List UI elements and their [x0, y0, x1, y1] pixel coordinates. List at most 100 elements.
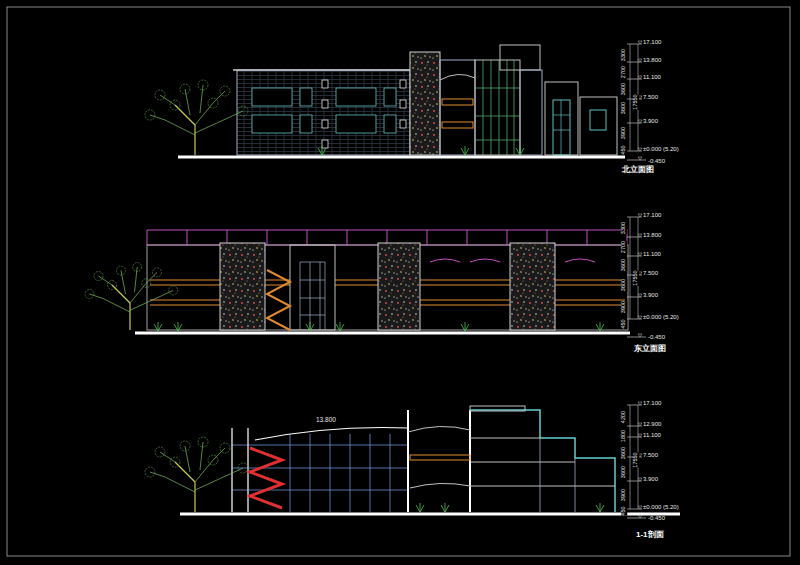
tree-symbol	[85, 80, 248, 512]
shrub	[461, 146, 469, 155]
dimension-text: 3900	[621, 301, 627, 313]
north-elevation	[580, 97, 617, 155]
north-elevation	[553, 100, 570, 155]
elevation-text: ±0.000 (5.20)	[643, 314, 679, 320]
section-1-1	[470, 410, 615, 512]
elevation-text: 12.900	[643, 421, 661, 427]
tree-foliage	[155, 447, 165, 457]
pergola-post	[187, 230, 188, 245]
sheet-frame	[7, 7, 790, 556]
mullion	[290, 434, 291, 512]
dimension-text: 3300	[621, 222, 627, 234]
window	[322, 120, 328, 128]
window	[300, 88, 312, 106]
level-mark	[638, 253, 642, 256]
dimension-text: 17550	[633, 452, 639, 467]
pergola-post	[427, 230, 428, 245]
tree-foliage	[238, 106, 248, 116]
tree-branch	[160, 452, 175, 462]
tree-branch	[175, 462, 195, 482]
dimension-line	[638, 217, 639, 319]
shrub	[154, 322, 162, 331]
level-tick	[627, 337, 646, 338]
mullion	[330, 434, 331, 512]
window	[322, 80, 328, 88]
window-grid	[252, 80, 406, 148]
dimension-text: 3600	[621, 83, 627, 95]
tree-foliage	[238, 463, 248, 473]
window	[252, 88, 292, 106]
shrub	[416, 503, 424, 512]
dimension-text: 3600	[621, 447, 627, 459]
tree-branch	[230, 468, 243, 474]
shrub	[596, 503, 604, 512]
shrub	[306, 322, 314, 331]
window	[400, 80, 406, 88]
curtain-wall-grid	[232, 434, 408, 512]
tree-branch	[230, 111, 243, 117]
level-mark	[638, 423, 642, 426]
tree-foliage	[153, 268, 162, 277]
tree-branch	[194, 482, 195, 512]
tree-branch	[175, 105, 195, 125]
level-mark	[638, 76, 642, 79]
east-elevation	[290, 245, 335, 330]
north-elevation	[475, 60, 520, 155]
window	[300, 115, 312, 133]
transom	[232, 445, 408, 446]
east-elevation	[430, 259, 595, 262]
tree-branch	[165, 477, 195, 492]
north-elevation	[520, 70, 542, 155]
dimension-text: 3600	[621, 279, 627, 291]
section-1-1	[470, 438, 615, 486]
tree-foliage	[145, 110, 155, 120]
east-elevation	[300, 262, 325, 330]
elevation-text: 17.100	[643, 400, 661, 406]
east-elevation	[267, 270, 290, 330]
elevation-text: ±0.000 (5.20)	[643, 146, 679, 152]
tree-foliage	[155, 90, 165, 100]
section-1-1	[540, 438, 575, 512]
tree-branch	[185, 446, 190, 472]
window	[336, 88, 376, 106]
section-1-1	[470, 406, 525, 411]
shrub-symbol	[154, 146, 604, 512]
level-mark	[638, 515, 642, 518]
tree-foliage	[220, 443, 230, 453]
pergola-post	[467, 230, 468, 245]
dimension-text: 3900	[621, 489, 627, 501]
north-elevation	[410, 52, 440, 155]
shrub	[318, 146, 326, 155]
dimension-line	[630, 44, 631, 151]
level-mark	[638, 316, 642, 319]
tree-branch	[185, 89, 190, 115]
tree-branch	[146, 272, 157, 283]
level-mark	[638, 41, 642, 44]
level-mark	[638, 120, 642, 123]
tree-branch	[165, 120, 195, 135]
section-1-1	[232, 428, 248, 512]
sheet-frame	[7, 7, 790, 556]
tree-branch	[130, 296, 162, 310]
tree-foliage	[220, 86, 230, 96]
window	[384, 115, 396, 133]
elevation-text: -0.450	[648, 334, 665, 340]
north-elevation	[553, 100, 570, 155]
level-mark	[638, 506, 642, 509]
pergola-post	[267, 230, 268, 245]
dimension-text: 17550	[633, 270, 639, 285]
drawing-caption: 北立面图	[622, 166, 654, 174]
section-1-1	[180, 513, 680, 516]
dimension-text: 17550	[633, 94, 639, 109]
north-elevation	[545, 82, 578, 155]
tree-branch	[195, 474, 230, 490]
tree-branch	[195, 460, 213, 482]
tree-foliage	[208, 98, 218, 108]
elevation-text: 13.800	[316, 417, 336, 424]
tree-foliage	[142, 279, 151, 288]
level-tick	[627, 518, 646, 519]
east-elevation	[135, 332, 630, 335]
tree-branch	[194, 125, 195, 155]
dimension-lines	[627, 41, 646, 518]
